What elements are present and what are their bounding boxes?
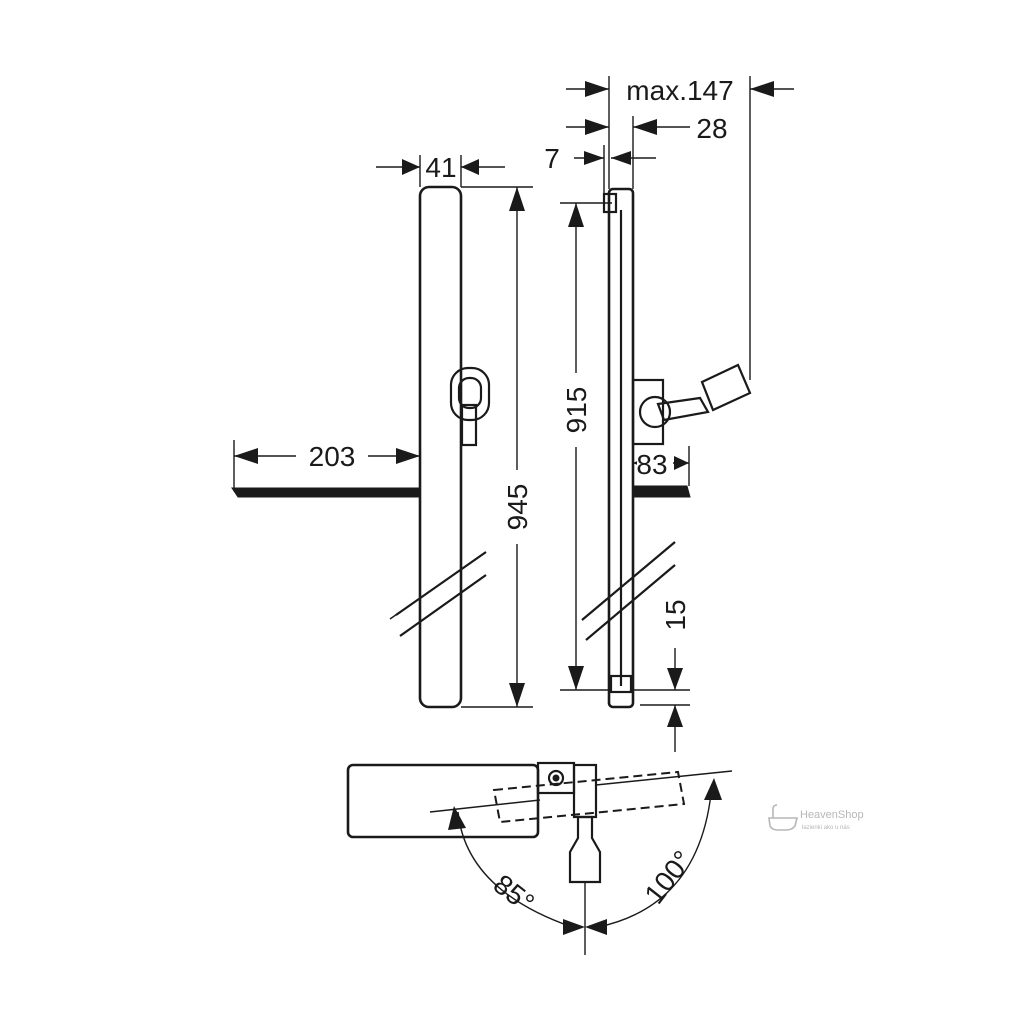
dim-wall-gap-label: 7 <box>544 143 560 174</box>
dim-bar-width-label: 41 <box>425 152 456 183</box>
top-view: 85° 100° <box>346 761 733 955</box>
dim-total-height: 945 <box>461 186 533 708</box>
angle-right-label: 100° <box>638 845 698 910</box>
side-shower-holder <box>631 363 752 446</box>
dim-shelf-depth: 203 <box>233 440 420 488</box>
dim-rail-length-label: 915 <box>561 387 592 434</box>
angle-left-label: 85° <box>488 868 540 918</box>
side-break-line-2 <box>585 564 676 641</box>
side-break-line-1 <box>581 541 676 621</box>
front-break-line-1 <box>395 551 487 616</box>
angle-arc-right <box>597 783 713 928</box>
dim-holder-depth-label: 83 <box>636 449 667 480</box>
dim-arm-offset-label: 28 <box>696 113 727 144</box>
front-view <box>231 185 491 709</box>
dim-total-height-label: 945 <box>502 484 533 531</box>
dim-max-width: max.147 <box>566 75 794 380</box>
front-break-line-2 <box>399 574 487 637</box>
watermark: HeavenShop łazienki ako u nás <box>768 804 864 831</box>
dim-bar-width: 41 <box>376 152 505 187</box>
dim-shelf-depth-label: 203 <box>309 441 356 472</box>
dim-max-width-label: max.147 <box>626 75 733 106</box>
front-shelf <box>231 487 421 498</box>
dim-arm-offset: 28 <box>566 113 728 189</box>
bathtub-icon <box>768 804 799 831</box>
watermark-brand: HeavenShop <box>800 809 864 821</box>
dim-wall-gap: 7 <box>544 143 656 194</box>
side-shelf <box>632 485 691 498</box>
dim-rail-length: 915 <box>560 202 612 691</box>
top-dashed-rotated-holder <box>492 770 686 824</box>
dim-holder-depth: 83 <box>633 446 690 486</box>
top-bar <box>346 763 540 839</box>
dim-bottom-offset-label: 15 <box>660 599 691 630</box>
dim-bottom-offset: 15 <box>631 599 691 752</box>
angle-arc-left <box>457 811 573 928</box>
front-bar <box>418 185 463 709</box>
side-view <box>581 187 752 709</box>
watermark-tagline: łazienki ako u nás <box>802 825 850 831</box>
front-slider <box>449 366 491 447</box>
top-holder <box>568 815 602 884</box>
